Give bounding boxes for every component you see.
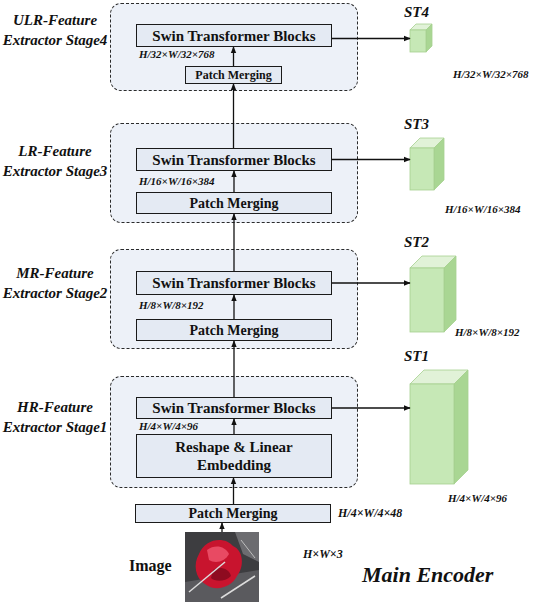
stage-container: MR-Feature Extractor Stage2H/8×W/8×192Sw… bbox=[110, 249, 358, 349]
dimension-label: H/32×W/32×768 bbox=[139, 48, 215, 61]
arrow-connector bbox=[233, 478, 234, 504]
dimension-label: H/8×W/8×192 bbox=[455, 326, 520, 339]
feature-cube bbox=[410, 268, 444, 332]
box-label: Patch Merging bbox=[188, 505, 277, 522]
arrow-connector bbox=[233, 295, 234, 319]
feature-name: ST2 bbox=[404, 232, 429, 252]
dimension-label: H×W×3 bbox=[303, 548, 343, 561]
dimension-label: H/16×W/16×384 bbox=[139, 175, 215, 188]
process-box: Patch Merging bbox=[135, 504, 331, 523]
feature-map: ST2H/8×W/8×192 bbox=[410, 268, 444, 332]
stage-container: LR-Feature Extractor Stage3H/16×W/16×384… bbox=[110, 123, 358, 223]
arrow-connector bbox=[332, 407, 410, 408]
cube-front bbox=[410, 268, 444, 332]
stage-container: HR-Feature Extractor Stage1H/4×W/4×96Swi… bbox=[110, 376, 358, 488]
image-node: ImageH×W×3 bbox=[185, 532, 259, 602]
box-label: Patch Merging bbox=[189, 322, 278, 339]
stage-heading: MR-Feature Extractor Stage2 bbox=[1, 263, 109, 303]
box-label: Reshape & Linear Embedding bbox=[163, 438, 305, 474]
dimension-label: H/4×W/4×48 bbox=[338, 507, 402, 520]
image-line bbox=[189, 562, 225, 592]
diagram-name: Main Encoder bbox=[362, 562, 493, 588]
stage-heading: LR-Feature Extractor Stage3 bbox=[1, 141, 109, 181]
image-figure-dark bbox=[211, 568, 231, 581]
dimension-label: H/16×W/16×384 bbox=[445, 203, 521, 216]
process-box: Patch Merging bbox=[136, 192, 332, 214]
feature-name: ST3 bbox=[404, 114, 429, 134]
cube-side bbox=[454, 370, 468, 484]
dimension-label: H/8×W/8×192 bbox=[139, 299, 204, 312]
stage-heading: HR-Feature Extractor Stage1 bbox=[1, 397, 109, 437]
cube-side bbox=[444, 256, 456, 332]
dimension-label: H/32×W/32×768 bbox=[453, 68, 529, 81]
feature-cube bbox=[410, 384, 454, 484]
image-figure-light bbox=[207, 547, 229, 562]
input-image bbox=[185, 532, 259, 602]
process-box: Swin Transformer Blocks bbox=[136, 397, 332, 419]
box-label: Swin Transformer Blocks bbox=[152, 399, 315, 417]
arrow-connector bbox=[332, 159, 410, 160]
cube-side bbox=[426, 24, 432, 52]
arrow-connector bbox=[233, 47, 234, 66]
arrow-connector bbox=[233, 214, 234, 271]
process-box: Patch Merging bbox=[136, 319, 332, 341]
process-box: Swin Transformer Blocks bbox=[136, 148, 332, 171]
stage-container: ULR-Feature Extractor Stage4H/32×W/32×76… bbox=[110, 3, 358, 91]
arrow-connector bbox=[233, 419, 234, 434]
image-label: Image bbox=[129, 556, 172, 576]
image-background bbox=[185, 532, 259, 602]
arrow-connector bbox=[332, 282, 410, 283]
stage-heading: ULR-Feature Extractor Stage4 bbox=[1, 10, 109, 50]
cube-front bbox=[410, 148, 434, 190]
image-line bbox=[241, 540, 255, 558]
arrow-connector bbox=[332, 38, 410, 39]
dimension-label: H/4×W/4×96 bbox=[139, 420, 198, 433]
arrow-connector bbox=[233, 171, 234, 192]
feature-map: ST1H/4×W/4×96 bbox=[410, 384, 454, 484]
process-box: Swin Transformer Blocks bbox=[136, 24, 332, 47]
box-label: Swin Transformer Blocks bbox=[152, 274, 315, 292]
arrow-connector bbox=[233, 84, 234, 148]
arrow-connector bbox=[221, 523, 222, 532]
arrow-connector bbox=[233, 341, 234, 397]
feature-map: ST4H/32×W/32×768 bbox=[410, 30, 426, 52]
box-label: Swin Transformer Blocks bbox=[152, 151, 315, 169]
feature-cube bbox=[410, 148, 434, 190]
process-box: Reshape & Linear Embedding bbox=[136, 434, 332, 478]
cube-side bbox=[434, 138, 444, 190]
feature-name: ST4 bbox=[404, 2, 429, 22]
dimension-label: H/4×W/4×96 bbox=[448, 492, 507, 505]
process-box: Patch Merging bbox=[185, 66, 282, 84]
image-line bbox=[221, 576, 255, 598]
box-label: Patch Merging bbox=[189, 195, 278, 212]
process-box: Swin Transformer Blocks bbox=[136, 271, 332, 295]
feature-name: ST1 bbox=[404, 346, 429, 366]
feature-cube bbox=[410, 30, 426, 52]
feature-map: ST3H/16×W/16×384 bbox=[410, 148, 434, 190]
cube-front bbox=[410, 30, 426, 52]
cube-front bbox=[410, 384, 454, 484]
box-label: Swin Transformer Blocks bbox=[152, 27, 315, 45]
box-label: Patch Merging bbox=[195, 68, 271, 83]
